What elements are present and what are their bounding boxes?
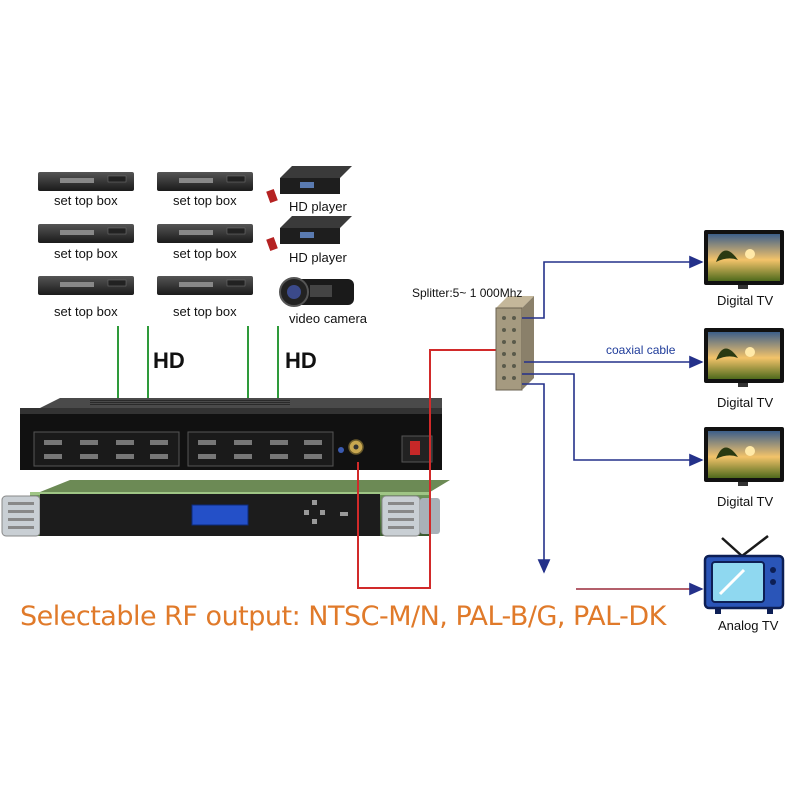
set-top-box-1 [38,172,134,191]
set-top-box-6 [157,276,253,295]
source-label-set-top-box: set top box [54,193,118,208]
source-label-set-top-box: set top box [173,193,237,208]
digital-tv-2 [704,328,784,387]
rf-output-line [357,349,500,589]
set-top-box-2 [157,172,253,191]
video-camera [279,277,354,307]
source-label-set-top-box: set top box [54,246,118,261]
digital-tv-label: Digital TV [717,293,774,308]
digital-tv-3 [704,427,784,486]
source-label-set-top-box: set top box [173,246,237,261]
hd-player-2 [266,216,352,252]
analog-tv-label: Analog TV [718,618,779,633]
coaxial-cable-label: coaxial cable [606,343,676,357]
analog-tv [703,535,785,614]
digital-tv-label: Digital TV [717,395,774,410]
source-label-hd-player: HD player [289,250,347,265]
digital-tv-label: Digital TV [717,494,774,509]
splitter-label: Splitter:5~ 1 000Mhz [412,286,523,300]
hd-label: HD [153,348,185,373]
hd-player-1 [266,166,352,204]
splitter-device [495,296,534,391]
rf-output-caption: Selectable RF output: NTSC-M/N, PAL-B/G,… [20,601,666,632]
source-label-set-top-box: set top box [54,304,118,319]
encoder-back-panel [20,398,442,470]
hd-label: HD [285,348,317,373]
source-label-set-top-box: set top box [173,304,237,319]
set-top-box-3 [38,224,134,243]
encoder-front-panel [1,480,450,537]
digital-tv-1 [704,230,784,289]
source-label-hd-player: HD player [289,199,347,214]
source-label-video-camera: video camera [289,311,368,326]
coax-lines [522,255,704,574]
set-top-box-4 [157,224,253,243]
set-top-box-5 [38,276,134,295]
